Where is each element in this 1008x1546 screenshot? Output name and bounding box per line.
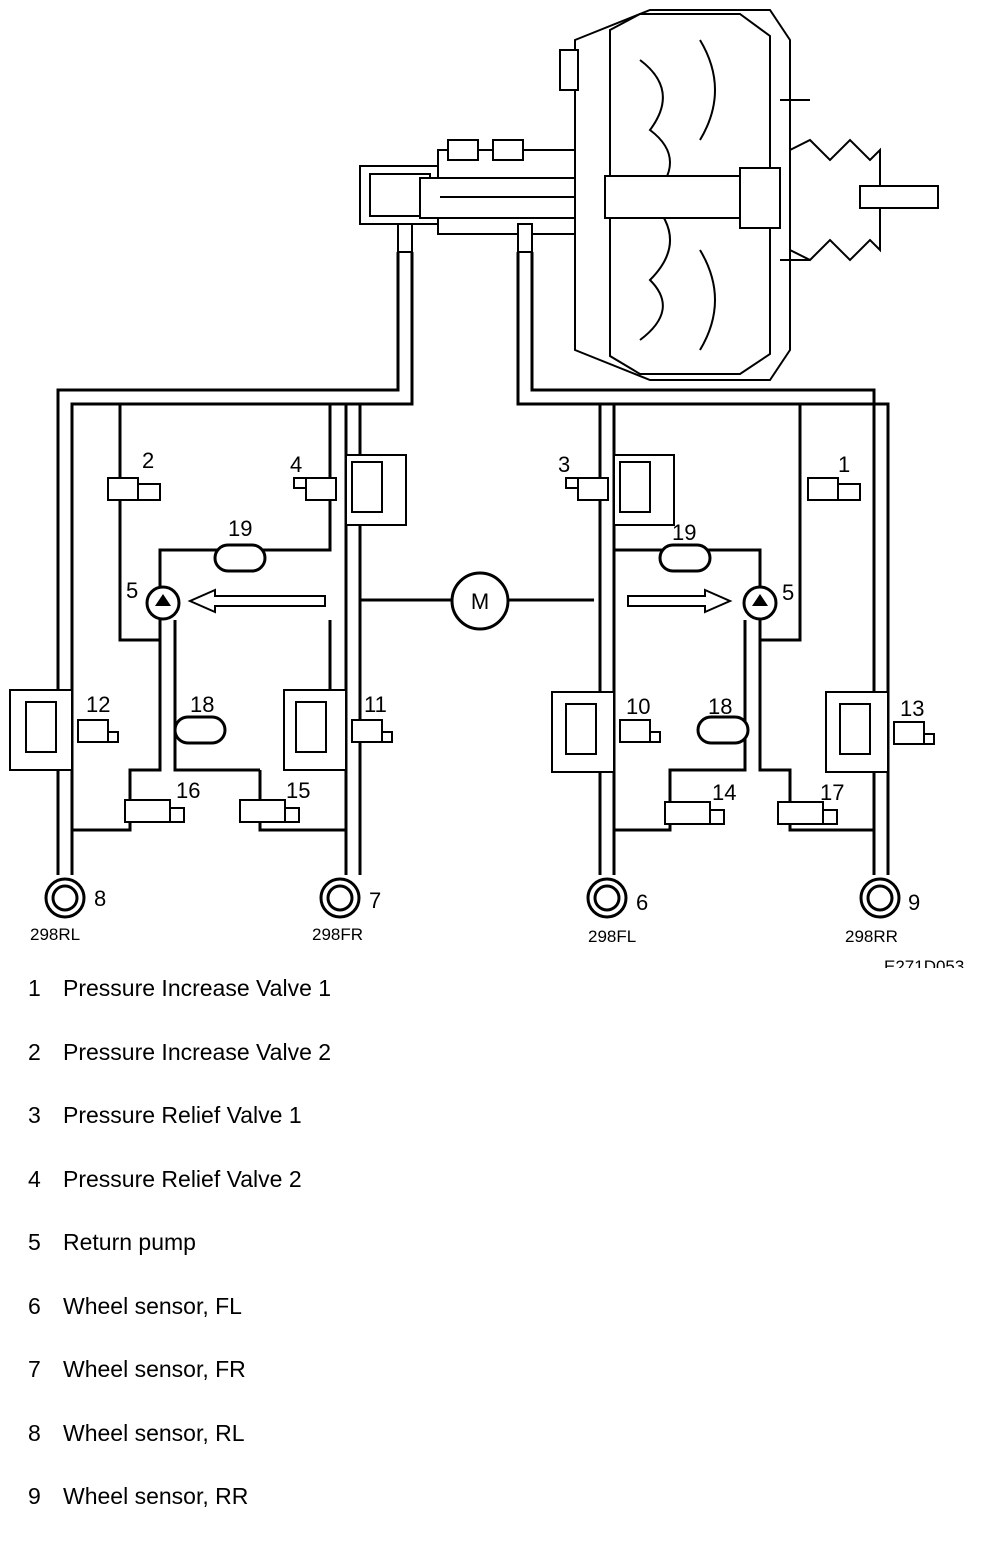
legend-text: Pressure Relief Valve 2: [63, 1165, 302, 1192]
legend-item: 5 Return pump: [0, 1222, 1008, 1286]
callout-16: 16: [176, 778, 200, 803]
legend-text: Wheel sensor, FR: [63, 1356, 246, 1382]
abs-hydraulic-diagram: M: [9, 9, 964, 968]
wheel-labels: 298RL 298FR 298FL 298RR E271D053: [30, 925, 964, 968]
callout-2: 2: [142, 448, 154, 473]
return-pump-left: [145, 585, 181, 621]
callout-12: 12: [86, 692, 110, 717]
legend-text: Wheel sensor, RL: [63, 1419, 245, 1446]
wheel-label-fl: 298FL: [588, 927, 636, 946]
wheel-sensors: [44, 877, 901, 919]
legend-item: 7 Wheel sensor, FR: [0, 1349, 1008, 1413]
wheel-label-rr: 298RR: [845, 927, 898, 946]
dampers: [173, 543, 750, 745]
flow-arrows: [187, 588, 733, 614]
brake-booster-assembly: [359, 9, 939, 381]
figure-code: E271D053: [884, 957, 964, 968]
legend-text: Return pump: [63, 1229, 196, 1255]
callout-15: 15: [286, 778, 310, 803]
callout-5-left: 5: [126, 578, 138, 603]
callout-8: 8: [94, 886, 106, 911]
callout-5-right: 5: [782, 580, 794, 605]
legend-number: 8: [28, 1419, 41, 1446]
legend-item: 3 Pressure Relief Valve 1: [0, 1095, 1008, 1159]
legend-number: 4: [28, 1165, 41, 1192]
wheel-label-fr: 298FR: [312, 925, 363, 944]
legend-item: 4 Pressure Relief Valve 2: [0, 1159, 1008, 1223]
motor-label: M: [471, 589, 489, 614]
valves: [9, 454, 935, 825]
callout-18-left: 18: [190, 692, 214, 717]
callout-19-right: 19: [672, 520, 696, 545]
callout-14: 14: [712, 780, 736, 805]
legend-text: Wheel sensor, RR: [63, 1483, 249, 1509]
legend-item: 6 Wheel sensor, FL: [0, 1286, 1008, 1350]
legend-text: Pressure Increase Valve 2: [63, 1038, 332, 1065]
callout-11: 11: [364, 692, 387, 717]
callout-1: 1: [838, 452, 850, 477]
legend-item: 1 Pressure Increase Valve 1: [0, 968, 1008, 1032]
callout-19-left: 19: [228, 516, 252, 541]
legend-number: 1: [28, 975, 41, 1001]
legend-number: 3: [28, 1102, 41, 1128]
pump-motor: M: [450, 571, 510, 631]
legend-text: Pressure Relief Valve 1: [63, 1102, 302, 1128]
return-pump-right: [742, 585, 778, 621]
legend-item: 8 Wheel sensor, RL: [0, 1413, 1008, 1477]
callout-7: 7: [369, 888, 381, 913]
callout-13: 13: [900, 696, 924, 721]
legend-number: 5: [28, 1229, 41, 1255]
callout-17: 17: [820, 780, 844, 805]
callout-3: 3: [558, 452, 570, 477]
legend-text: Wheel sensor, FL: [63, 1292, 242, 1319]
callout-numbers: 1 2 3 4 5 5 6 7 8 9 10 11 12 13 14 15 16…: [86, 448, 924, 915]
legend-number: 2: [28, 1038, 41, 1065]
callout-18-right: 18: [708, 694, 732, 719]
callout-4: 4: [290, 452, 302, 477]
legend-number: 7: [28, 1356, 41, 1382]
legend-text: Pressure Increase Valve 1: [63, 975, 332, 1001]
legend-number: 9: [28, 1483, 41, 1509]
legend-number: 6: [28, 1292, 41, 1319]
callout-6: 6: [636, 890, 648, 915]
wheel-label-rl: 298RL: [30, 925, 80, 944]
callout-10: 10: [626, 694, 650, 719]
legend-item: 2 Pressure Increase Valve 2: [0, 1032, 1008, 1096]
legend-list: 1 Pressure Increase Valve 1 2 Pressure Inc…: [0, 968, 1008, 1540]
callout-9: 9: [908, 890, 920, 915]
legend-item: 9 Wheel sensor, RR: [0, 1476, 1008, 1540]
